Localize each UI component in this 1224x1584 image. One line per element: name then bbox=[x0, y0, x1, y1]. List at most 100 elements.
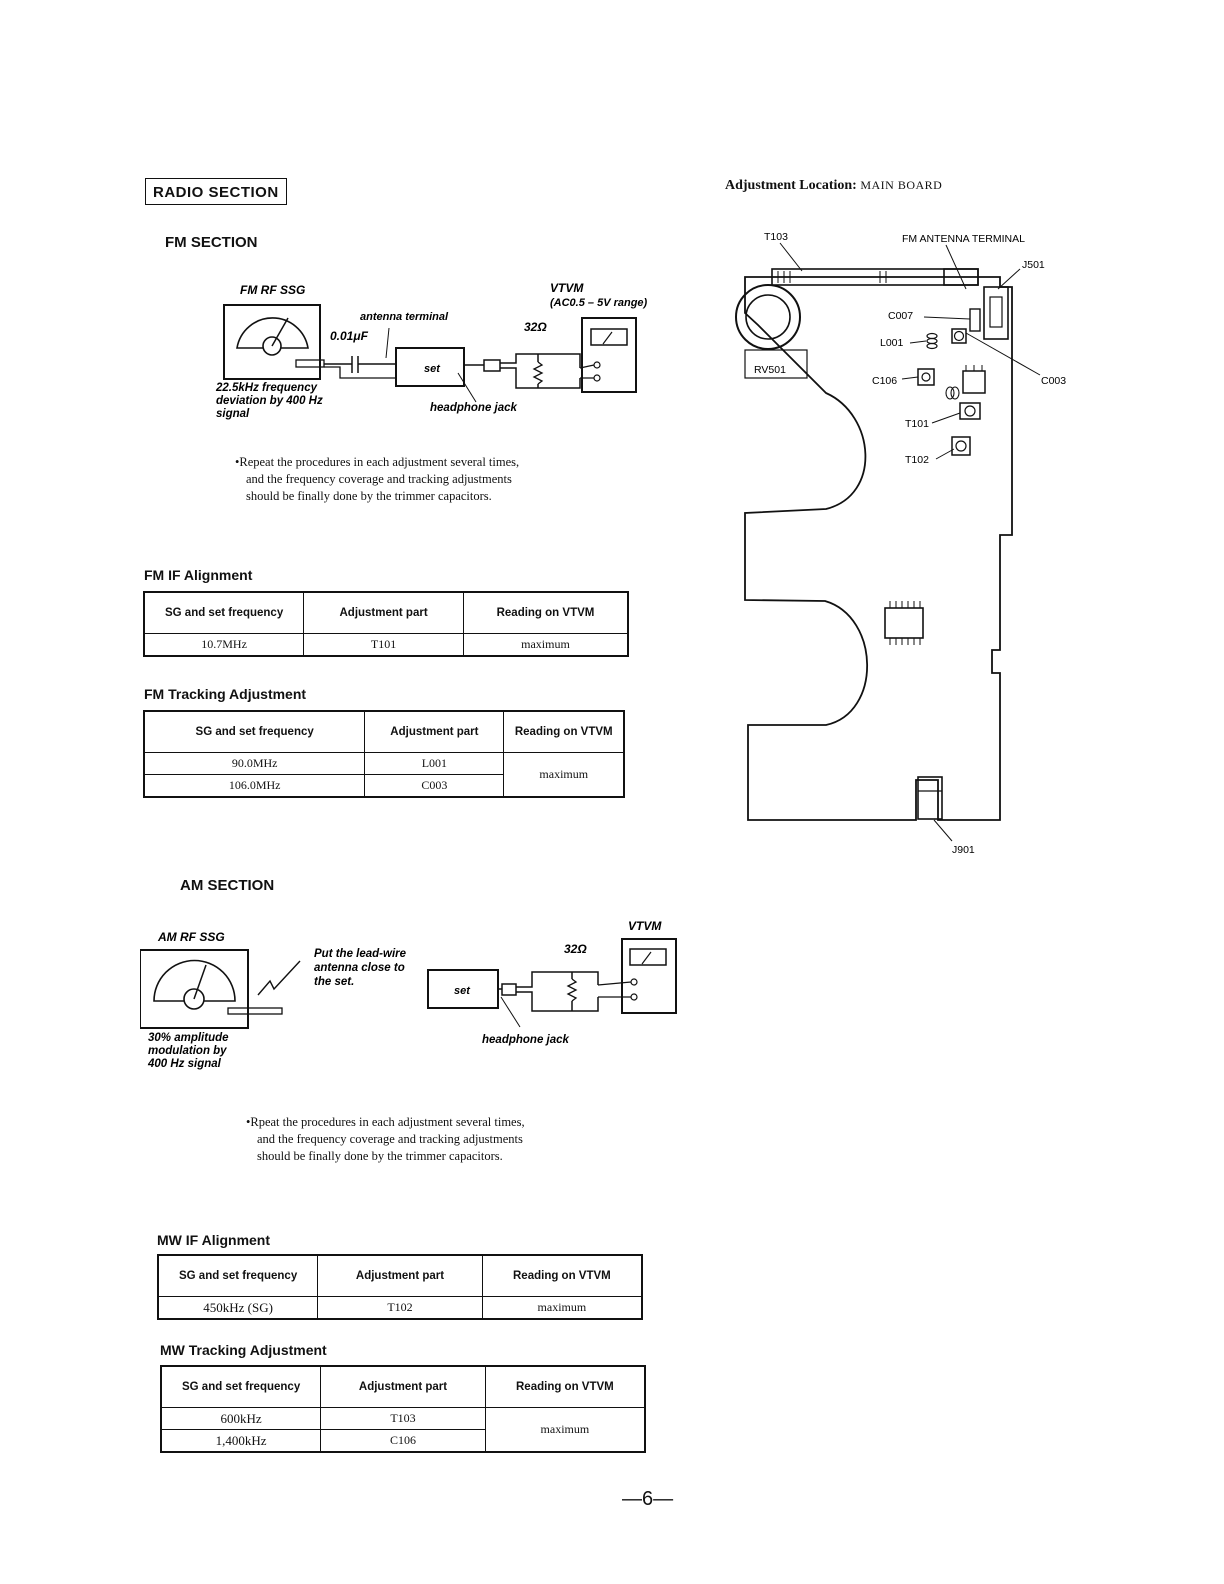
am-section-heading: AM SECTION bbox=[180, 877, 275, 894]
table-cell: maximum bbox=[481, 1296, 643, 1320]
table-cell: maximum bbox=[503, 752, 625, 798]
main-board-diagram: T103 FM ANTENNA TERMINAL J501 C007 L001 … bbox=[735, 231, 1066, 856]
fm-antenna-terminal-label: FM ANTENNA TERMINAL bbox=[902, 233, 1025, 245]
table-cell: maximum bbox=[484, 1407, 646, 1453]
fm-section-heading: FM SECTION bbox=[165, 234, 258, 251]
c106-trimmer bbox=[917, 368, 935, 386]
table-cell: 600kHz bbox=[160, 1407, 322, 1430]
fm-if-header-reading: Reading on VTVM bbox=[462, 591, 629, 634]
c003-label: C003 bbox=[1041, 375, 1066, 387]
fm-headphone-jack-label: headphone jack bbox=[430, 402, 518, 414]
table-cell: 10.7MHz bbox=[143, 633, 305, 657]
ic-chip bbox=[884, 607, 924, 639]
fm-capacitor-label: 0.01μF bbox=[330, 329, 369, 343]
am-ssg-box bbox=[140, 949, 249, 1029]
fm-tracking-header-reading: Reading on VTVM bbox=[503, 710, 625, 753]
coil-small bbox=[945, 386, 960, 400]
fm-tracking-header-sg: SG and set frequency bbox=[143, 710, 366, 753]
fm-signal-line-2: deviation by 400 Hz bbox=[216, 395, 323, 407]
am-leadwire-line-2: antenna close to bbox=[314, 962, 405, 974]
fm-vtvm-box bbox=[581, 317, 637, 393]
c003-trimmer bbox=[951, 328, 967, 344]
adjustment-location-value: MAIN BOARD bbox=[860, 178, 943, 192]
j901-jack bbox=[917, 776, 943, 820]
fm-repeat-note: •Repeat the procedures in each adjustmen… bbox=[235, 455, 520, 503]
l001-label: L001 bbox=[880, 337, 904, 349]
am-ssg-label: AM RF SSG bbox=[157, 930, 225, 944]
c106-label: C106 bbox=[872, 375, 897, 387]
table-cell: 450kHz (SG) bbox=[157, 1296, 319, 1320]
table-cell: 106.0MHz bbox=[143, 774, 366, 798]
am-signal-line-1: 30% amplitude bbox=[148, 1032, 229, 1044]
am-leadwire-line-3: the set. bbox=[314, 976, 354, 988]
t103-label: T103 bbox=[764, 231, 788, 243]
j901-label: J901 bbox=[952, 844, 975, 856]
radio-section-heading: RADIO SECTION bbox=[145, 178, 287, 205]
table-cell: T103 bbox=[320, 1407, 486, 1430]
mw-if-header-reading: Reading on VTVM bbox=[481, 1254, 643, 1297]
lead-wire-antenna-icon bbox=[257, 960, 301, 996]
j501-jack bbox=[983, 286, 1009, 340]
c007-component bbox=[969, 308, 981, 332]
c007-label: C007 bbox=[888, 310, 913, 322]
table-cell: maximum bbox=[462, 633, 629, 657]
fm-tracking-title: FM Tracking Adjustment bbox=[144, 686, 307, 702]
table-cell: C106 bbox=[320, 1429, 486, 1453]
mw-if-alignment-table: SG and set frequency Adjustment part Rea… bbox=[157, 1254, 643, 1320]
fm-ssg-box bbox=[223, 304, 321, 380]
am-test-setup-diagram: AM RF SSG Put the lead-wire antenna clos… bbox=[140, 919, 677, 1070]
t102-label: T102 bbox=[905, 454, 929, 466]
fm-if-header-sg: SG and set frequency bbox=[143, 591, 305, 634]
adjustment-location-title: Adjustment Location: MAIN BOARD bbox=[725, 178, 942, 194]
mw-tracking-header-reading: Reading on VTVM bbox=[484, 1365, 646, 1408]
mw-if-header-sg: SG and set frequency bbox=[157, 1254, 319, 1297]
table-cell: C003 bbox=[364, 774, 505, 798]
t101-transformer bbox=[959, 402, 981, 420]
t101-label: T101 bbox=[905, 418, 929, 430]
mw-tracking-title: MW Tracking Adjustment bbox=[160, 1342, 327, 1358]
l001-coil bbox=[926, 332, 938, 350]
mw-tracking-header-sg: SG and set frequency bbox=[160, 1365, 322, 1408]
fm-signal-line-1: 22.5kHz frequency bbox=[215, 382, 318, 394]
am-ssg-meter-icon bbox=[153, 959, 236, 1002]
fm-ssg-label: FM RF SSG bbox=[240, 283, 305, 297]
adjustment-location-label: Adjustment Location: bbox=[725, 178, 857, 193]
fm-signal-line-3: signal bbox=[216, 408, 250, 420]
fm-ssg-meter-icon bbox=[236, 317, 309, 349]
table-cell: T102 bbox=[317, 1296, 483, 1320]
fm-if-alignment-title: FM IF Alignment bbox=[144, 567, 253, 583]
rv501-knob bbox=[735, 284, 801, 350]
fm-vtvm-label: VTVM bbox=[550, 281, 584, 295]
fm-set-box bbox=[395, 347, 465, 387]
fm-antenna-terminal-label: antenna terminal bbox=[360, 311, 449, 323]
am-leadwire-line-1: Put the lead-wire bbox=[314, 948, 407, 960]
fm-vtvm-range: (AC0.5 – 5V range) bbox=[550, 297, 648, 309]
j501-label: J501 bbox=[1022, 259, 1045, 271]
fm-if-header-part: Adjustment part bbox=[303, 591, 464, 634]
mw-if-alignment-title: MW IF Alignment bbox=[157, 1232, 271, 1248]
am-signal-line-3: 400 Hz signal bbox=[147, 1058, 222, 1070]
fm-tracking-table: SG and set frequency Adjustment part Rea… bbox=[143, 710, 625, 798]
table-cell: 90.0MHz bbox=[143, 752, 366, 775]
am-resistor-label: 32Ω bbox=[564, 942, 587, 956]
rv501-label: RV501 bbox=[754, 364, 786, 376]
mw-tracking-table: SG and set frequency Adjustment part Rea… bbox=[160, 1365, 646, 1453]
am-repeat-note: •Rpeat the procedures in each adjustment… bbox=[246, 1115, 525, 1163]
table-cell: L001 bbox=[364, 752, 505, 775]
mw-if-header-part: Adjustment part bbox=[317, 1254, 483, 1297]
fm-if-alignment-table: SG and set frequency Adjustment part Rea… bbox=[143, 591, 629, 657]
am-vtvm-label: VTVM bbox=[628, 919, 662, 933]
table-cell: T101 bbox=[303, 633, 464, 657]
board-outline bbox=[744, 276, 1013, 821]
fm-test-setup-diagram: FM RF SSG 0.01μF antenna terminal set 32… bbox=[215, 281, 648, 420]
table-cell: 1,400kHz bbox=[160, 1429, 322, 1453]
am-set-label: set bbox=[454, 985, 471, 997]
am-signal-line-2: modulation by bbox=[148, 1045, 227, 1057]
page-number: —6— bbox=[622, 1488, 674, 1510]
t102-transformer bbox=[951, 436, 971, 456]
am-vtvm-box bbox=[621, 938, 677, 1014]
fm-resistor-label: 32Ω bbox=[524, 320, 547, 334]
fm-tracking-header-part: Adjustment part bbox=[364, 710, 505, 753]
fm-set-label: set bbox=[424, 363, 441, 375]
mw-tracking-header-part: Adjustment part bbox=[320, 1365, 486, 1408]
